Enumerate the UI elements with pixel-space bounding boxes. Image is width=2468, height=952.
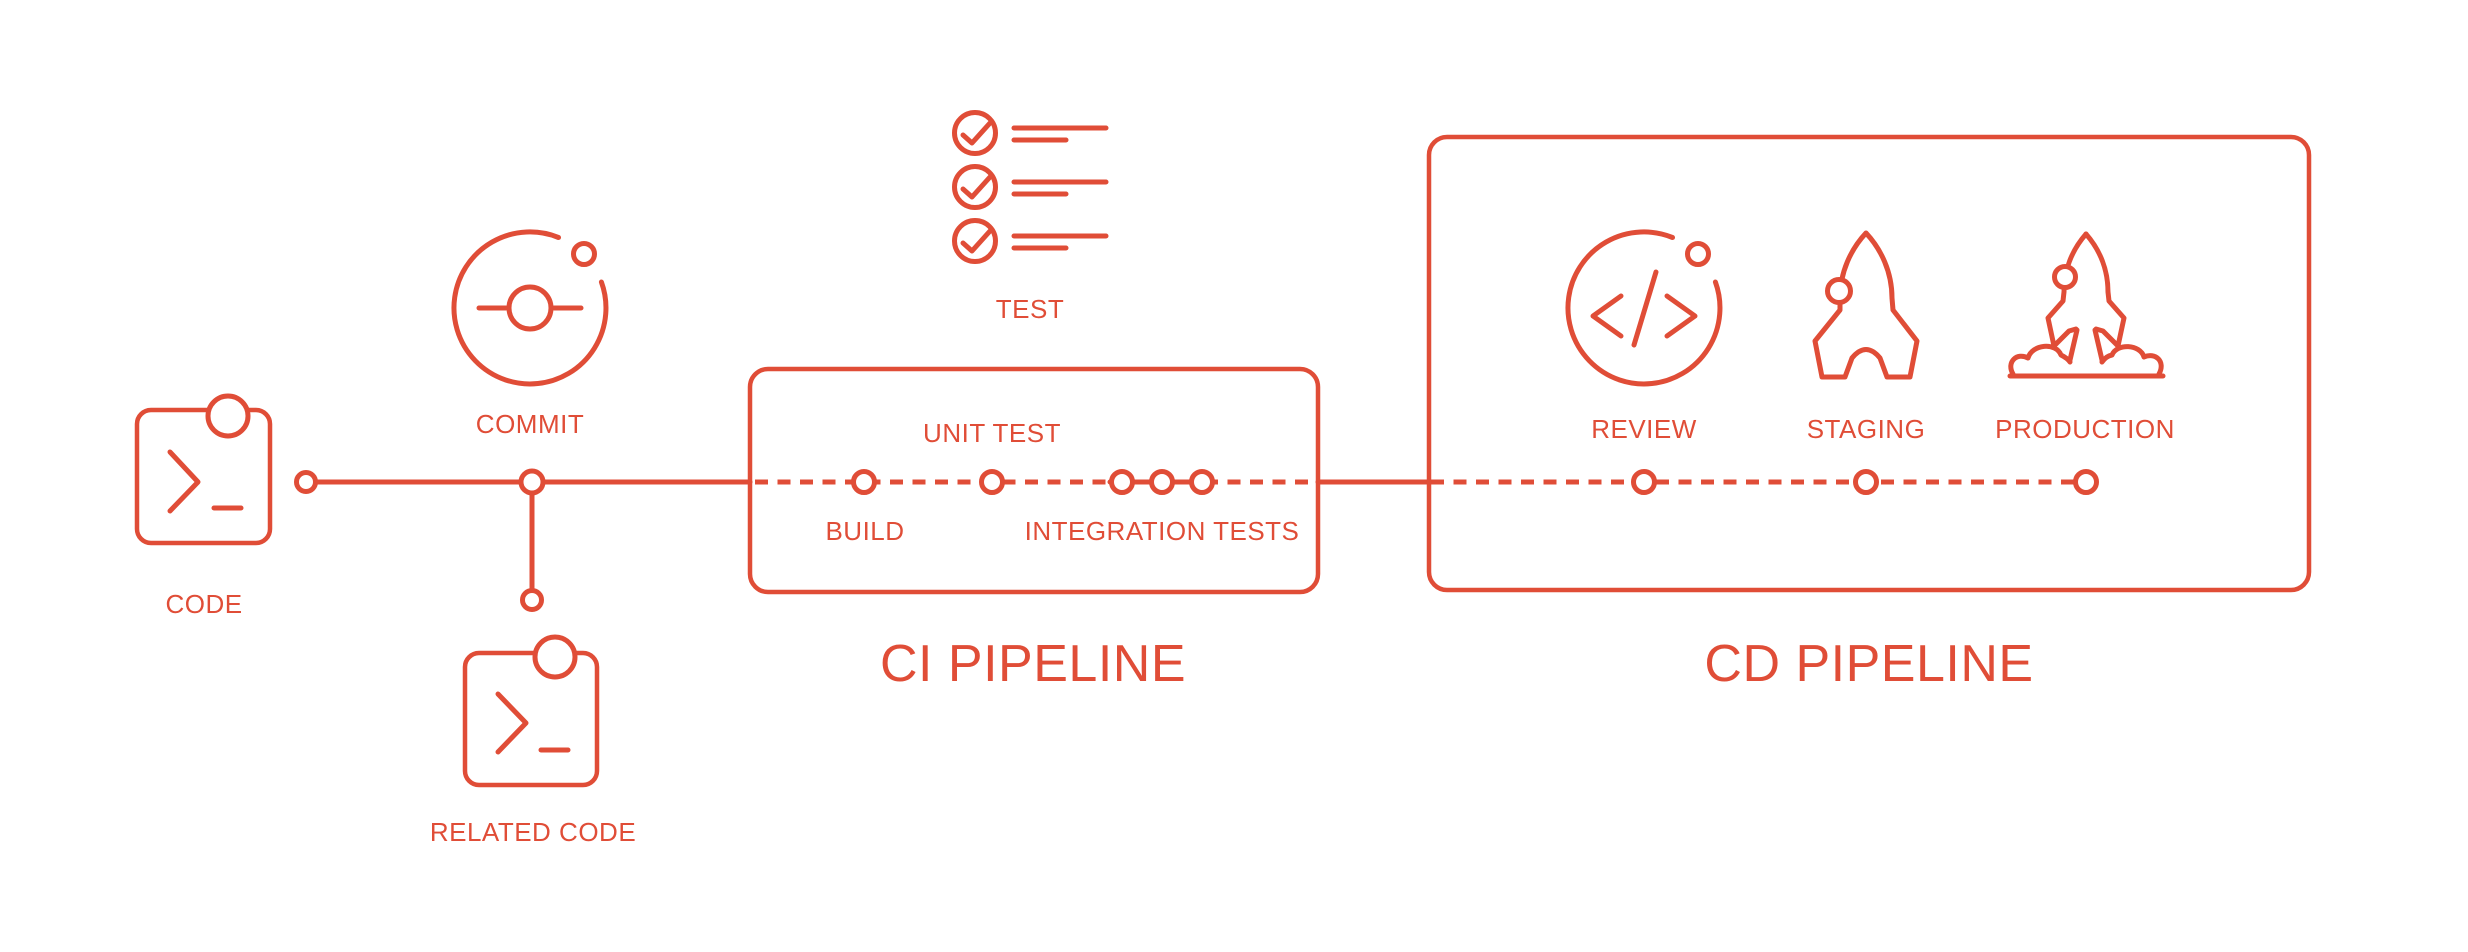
check-circle-icon bbox=[952, 218, 998, 264]
review-code-orbit-icon bbox=[1565, 229, 1723, 387]
cloud-right-mound bbox=[2099, 344, 2164, 377]
ci-pipeline-title: CI PIPELINE bbox=[879, 635, 1187, 693]
related-code-card bbox=[462, 650, 600, 788]
build-label: BUILD bbox=[825, 516, 905, 546]
production-rocket-right bbox=[2083, 231, 2127, 349]
branch-node bbox=[520, 588, 544, 612]
cd-pipeline-box bbox=[1426, 134, 2312, 593]
cd-pipeline-title: CD PIPELINE bbox=[1704, 635, 2034, 693]
test-row-3 bbox=[952, 218, 1109, 264]
launch-cloud-icon bbox=[2007, 343, 2166, 379]
cloud-left-mound bbox=[2008, 343, 2073, 377]
integration-tests-label: INTEGRATION TESTS bbox=[1024, 516, 1300, 546]
production-rocket-left bbox=[2045, 231, 2089, 349]
related-code-label: RELATED CODE bbox=[429, 817, 637, 847]
start-node bbox=[294, 470, 318, 494]
review-orbit-arc bbox=[1565, 229, 1723, 387]
production-launch-icon bbox=[2007, 231, 2166, 379]
staging-porthole-circle bbox=[1825, 277, 1853, 305]
integration-node-2 bbox=[1149, 469, 1175, 495]
code-pin-circle bbox=[205, 393, 251, 439]
code-label: CODE bbox=[165, 589, 243, 619]
related-code-pin-circle bbox=[532, 634, 578, 680]
staging-rocket-icon bbox=[1812, 230, 1920, 380]
review-slash-icon bbox=[1631, 269, 1659, 348]
review-node bbox=[1631, 469, 1657, 495]
pipeline-nodes bbox=[294, 468, 2099, 612]
test-row-2 bbox=[952, 164, 1109, 210]
review-satellite-circle bbox=[1685, 241, 1711, 267]
code-prompt-chevron bbox=[167, 449, 201, 514]
production-exhaust-left-line bbox=[2067, 327, 2080, 363]
commit-label: COMMIT bbox=[475, 409, 585, 439]
check-mark-icon bbox=[960, 120, 993, 146]
ci-pipeline-box bbox=[747, 366, 1321, 595]
unit-test-label: UNIT TEST bbox=[923, 418, 1061, 448]
test-label: TEST bbox=[995, 294, 1065, 324]
staging-node bbox=[1853, 469, 1879, 495]
commit-glyph-circle bbox=[506, 284, 554, 332]
code-card bbox=[134, 407, 273, 546]
check-mark-icon bbox=[960, 228, 993, 254]
production-node bbox=[2073, 469, 2099, 495]
production-label: PRODUCTION bbox=[1995, 414, 2175, 444]
commit-node bbox=[518, 468, 546, 496]
related-code-prompt-chevron bbox=[495, 691, 529, 755]
integration-node-3 bbox=[1189, 469, 1215, 495]
review-close-angle-icon bbox=[1664, 293, 1698, 339]
check-mark-icon bbox=[960, 174, 993, 200]
unit-test-node bbox=[979, 469, 1005, 495]
test-checklist-icon bbox=[952, 110, 1109, 264]
staging-label: STAGING bbox=[1806, 414, 1926, 444]
build-node bbox=[851, 469, 877, 495]
commit-satellite-circle bbox=[571, 241, 597, 267]
commit-orbit-arc bbox=[451, 229, 609, 387]
staging-rocket-body bbox=[1812, 230, 1920, 380]
production-exhaust-right-line bbox=[2092, 327, 2105, 363]
production-porthole-circle bbox=[2052, 264, 2078, 290]
review-label: REVIEW bbox=[1591, 414, 1697, 444]
pipeline-boxes bbox=[747, 134, 2312, 595]
integration-node-1 bbox=[1109, 469, 1135, 495]
code-terminal-icon bbox=[134, 393, 273, 546]
related-code-terminal-icon bbox=[462, 634, 600, 788]
check-circle-icon bbox=[952, 110, 998, 156]
check-circle-icon bbox=[952, 164, 998, 210]
test-row-1 bbox=[952, 110, 1109, 156]
review-open-angle-icon bbox=[1590, 293, 1624, 339]
commit-orbit-icon bbox=[451, 229, 609, 387]
